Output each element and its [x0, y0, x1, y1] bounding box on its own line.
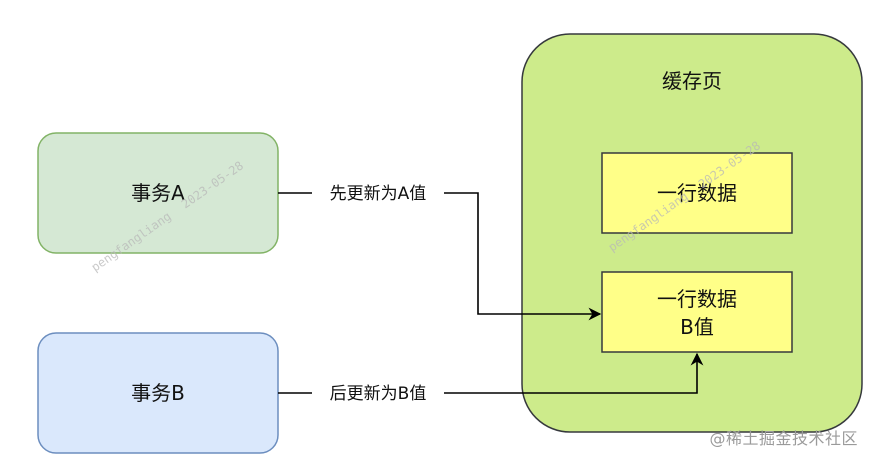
edge-a-label-background — [312, 180, 444, 206]
cache-page-title: 缓存页 — [662, 69, 722, 93]
transaction-b-label: 事务B — [131, 381, 185, 405]
row-box-bottom — [601, 271, 793, 353]
row-box-bottom-label-line1: 一行数据 — [657, 287, 737, 311]
row-box-top-label: 一行数据 — [657, 181, 737, 205]
edge-b-label-background — [312, 380, 444, 406]
footer-brand-watermark: @稀土掘金技术社区 — [709, 429, 858, 448]
edge-b-label: 后更新为B值 — [330, 384, 427, 404]
edge-a-label: 先更新为A值 — [330, 184, 427, 204]
row-box-top — [601, 152, 793, 234]
transaction-a-label: 事务A — [131, 181, 185, 205]
row-box-bottom-label-line2: B值 — [680, 315, 714, 339]
